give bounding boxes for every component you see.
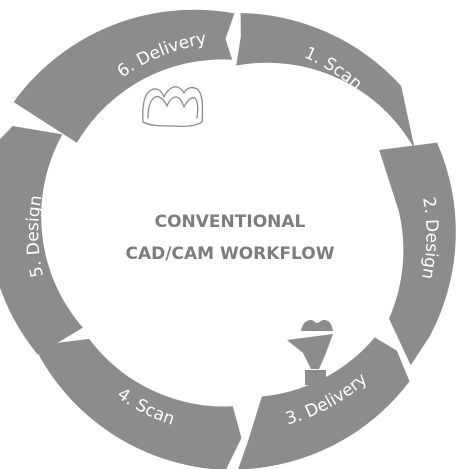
center-title-line-1: CONVENTIONAL [155, 212, 306, 232]
svg-text:5. Design: 5. Design [23, 194, 48, 279]
step-segment-2: 2. Design [379, 142, 456, 366]
implant-abutment-icon [287, 320, 333, 385]
workflow-ring: 1. Scan 2. Design 3. Delivery 4. Scan 5. [0, 9, 456, 469]
step-segment-1: 1. Scan [236, 13, 415, 150]
dental-crown-icon [142, 86, 204, 128]
step-segment-4: 4. Scan [34, 338, 242, 469]
center-title-line-2: CAD/CAM WORKFLOW [126, 244, 335, 264]
center-title: CONVENTIONAL CAD/CAM WORKFLOW [126, 212, 335, 264]
step-segment-5: 5. Design [0, 126, 83, 355]
step-label-5: 5. Design [23, 194, 48, 279]
step-segment-3: 3. Delivery [238, 337, 410, 469]
